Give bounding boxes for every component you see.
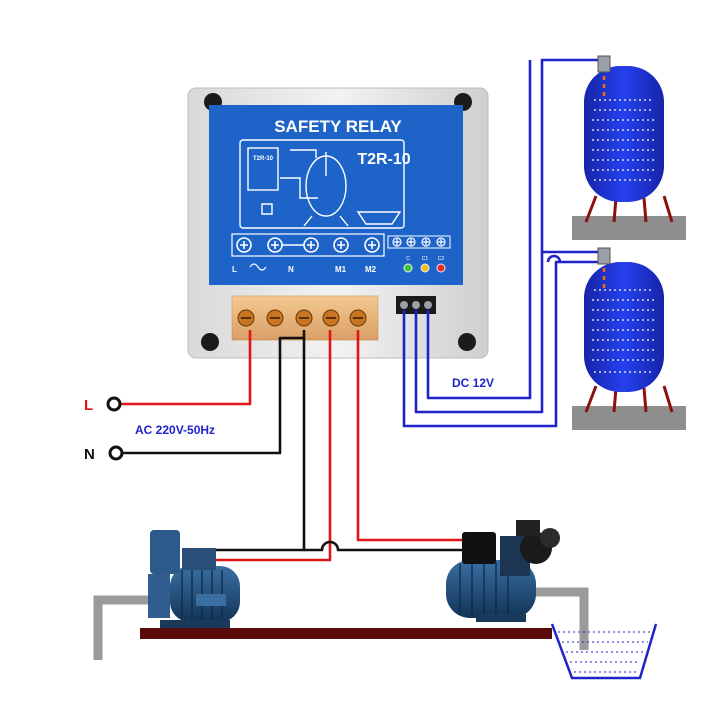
pump-left bbox=[148, 530, 240, 628]
relay-schematic-print bbox=[239, 139, 405, 229]
pipe-left bbox=[93, 595, 160, 660]
sensor-label-c1: C1 bbox=[422, 256, 429, 262]
wire-live bbox=[118, 330, 252, 406]
sensor-label-c2: C2 bbox=[438, 256, 445, 262]
mini-model-label: T2R-10 bbox=[253, 156, 274, 162]
pump-junction-box bbox=[462, 532, 496, 564]
mount-hole-icon bbox=[458, 333, 476, 351]
terminal-label-l: L bbox=[232, 265, 237, 274]
floor-base bbox=[140, 628, 552, 639]
live-label: L bbox=[84, 397, 93, 414]
led-red-icon bbox=[436, 263, 446, 273]
terminal-label-m2: M2 bbox=[365, 265, 377, 274]
tank-stand-base bbox=[572, 406, 686, 430]
ac-wave-icon bbox=[249, 263, 267, 271]
upper-tank bbox=[572, 55, 686, 240]
relay-model-label: T2R-10 bbox=[357, 151, 410, 168]
led-yellow-icon bbox=[420, 263, 430, 273]
water-basin bbox=[550, 623, 658, 680]
relay-title: SAFETY RELAY bbox=[274, 117, 402, 136]
mount-hole-icon bbox=[201, 333, 219, 351]
sensor-symbol-strip bbox=[387, 235, 451, 249]
wire-m2 bbox=[356, 330, 470, 542]
neutral-terminal-icon bbox=[108, 445, 124, 461]
tank-body bbox=[584, 66, 664, 202]
dc-supply-label: DC 12V bbox=[452, 376, 494, 390]
pump-junction-box bbox=[150, 530, 180, 574]
relay-face-panel bbox=[209, 105, 463, 285]
terminal-symbols bbox=[236, 237, 380, 253]
wire-neutral-pump bbox=[210, 338, 306, 552]
sensor-symbols bbox=[392, 237, 446, 247]
lower-tank bbox=[572, 247, 686, 430]
terminal-label-m1: M1 bbox=[335, 265, 347, 274]
wire-m1 bbox=[212, 330, 332, 562]
pump-right bbox=[446, 520, 560, 622]
tank-stand-base bbox=[572, 216, 686, 240]
wire-sensor-c2 bbox=[426, 60, 532, 400]
safety-relay: SAFETY RELAY T2R-10 T2R-10 bbox=[187, 87, 489, 359]
terminal-label-n: N bbox=[288, 265, 294, 274]
led-green-icon bbox=[403, 263, 413, 273]
ac-spec-label: AC 220V-50Hz bbox=[135, 423, 215, 437]
neutral-label: N bbox=[84, 446, 95, 463]
pipe-right bbox=[532, 587, 589, 650]
wire-neutral-pump2 bbox=[304, 540, 470, 552]
terminal-symbol-strip bbox=[231, 233, 385, 257]
live-terminal-icon bbox=[106, 396, 122, 412]
terminal-screws bbox=[237, 309, 367, 327]
wire-neutral bbox=[120, 330, 306, 455]
sensor-label-c: C bbox=[406, 256, 410, 262]
